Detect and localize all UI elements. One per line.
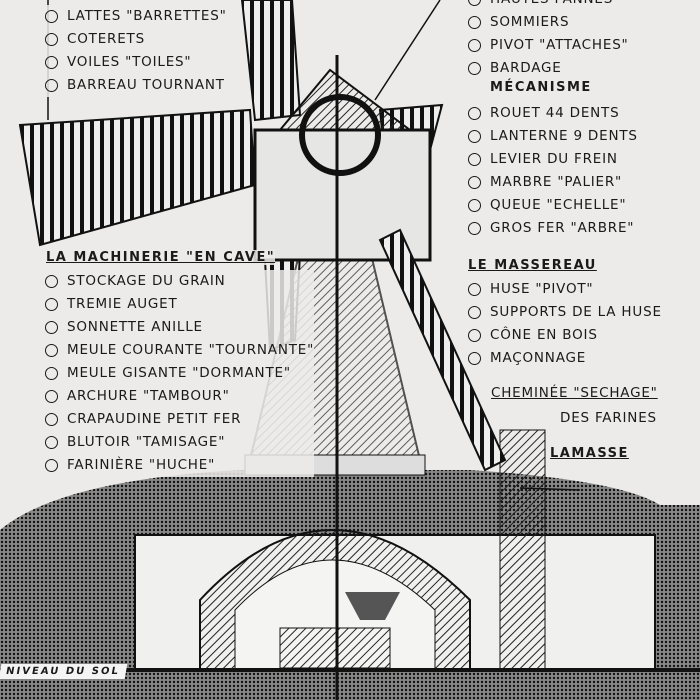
legend-item: MARBRE "PALIER" <box>468 171 638 194</box>
number-circle-icon <box>45 459 58 472</box>
cheminee-label: CHEMINÉE "SECHAGE" <box>491 385 658 401</box>
legend-item: CÔNE EN BOIS <box>468 324 662 347</box>
number-circle-icon <box>45 321 58 334</box>
number-circle-icon <box>45 367 58 380</box>
legend-text: SOMMIERS <box>490 14 570 30</box>
legend-text: ROUET 44 DENTS <box>490 105 620 121</box>
lamasse-label: LAMASSE <box>550 446 629 461</box>
mecanisme-legend: ROUET 44 DENTS LANTERNE 9 DENTS LEVIER D… <box>468 102 638 240</box>
legend-item: MAÇONNAGE <box>468 347 662 370</box>
massereau-heading: LE MASSEREAU <box>468 258 597 273</box>
number-circle-icon <box>468 222 481 235</box>
legend-text: QUEUE "ECHELLE" <box>490 197 627 213</box>
number-circle-icon <box>45 275 58 288</box>
massereau-legend: HUSE "PIVOT" SUPPORTS DE LA HUSE CÔNE EN… <box>468 278 662 370</box>
legend-item: VOILES "TOILES" <box>45 51 227 74</box>
legend-text: SUPPORTS DE LA HUSE <box>490 304 662 320</box>
number-circle-icon <box>45 390 58 403</box>
number-circle-icon <box>468 39 481 52</box>
legend-text: LEVIER DU FREIN <box>490 151 618 167</box>
legend-text: SONNETTE ANILLE <box>67 319 203 335</box>
legend-item: SUPPORTS DE LA HUSE <box>468 301 662 324</box>
legend-item: SONNETTE ANILLE <box>45 316 315 339</box>
legend-item: BLUTOIR "TAMISAGE" <box>45 431 315 454</box>
legend-text: BARDAGE <box>490 60 562 76</box>
number-circle-icon <box>45 56 58 69</box>
number-circle-icon <box>468 62 481 75</box>
legend-item: STOCKAGE DU GRAIN <box>45 270 315 293</box>
legend-text: VOILES "TOILES" <box>67 54 192 70</box>
legend-item: ROUET 44 DENTS <box>468 102 638 125</box>
legend-text: HUSE "PIVOT" <box>490 281 594 297</box>
sail-top <box>240 0 302 122</box>
legend-item: MEULE COURANTE "TOURNANTE" <box>45 339 315 362</box>
legend-text: MEULE COURANTE "TOURNANTE" <box>67 342 315 358</box>
legend-item: LANTERNE 9 DENTS <box>468 125 638 148</box>
number-circle-icon <box>45 79 58 92</box>
rouet-wheel <box>299 94 381 176</box>
legend-item: BARDAGE <box>468 57 629 80</box>
legend-item: TREMIE AUGET <box>45 293 315 316</box>
legend-item: MEULE GISANTE "DORMANTE" <box>45 362 315 385</box>
number-circle-icon <box>45 413 58 426</box>
legend-text: GROS FER "ARBRE" <box>490 220 635 236</box>
legend-item: LEVIER DU FREIN <box>468 148 638 171</box>
legend-text: ARCHURE "TAMBOUR" <box>67 388 230 404</box>
legend-text: BLUTOIR "TAMISAGE" <box>67 434 226 450</box>
number-circle-icon <box>45 344 58 357</box>
legend-item: ARCHURE "TAMBOUR" <box>45 385 315 408</box>
legend-text: BARREAU TOURNANT <box>67 77 225 93</box>
top-left-legend: LATTES "BARRETTES" COTERETS VOILES "TOIL… <box>45 5 227 97</box>
legend-text: FARINIÈRE "HUCHE" <box>67 457 216 473</box>
legend-text: MARBRE "PALIER" <box>490 174 623 190</box>
legend-item: QUEUE "ECHELLE" <box>468 194 638 217</box>
cabin <box>253 128 432 262</box>
sail-left <box>18 108 257 247</box>
legend-text: CRAPAUDINE PETIT FER <box>67 411 242 427</box>
number-circle-icon <box>468 176 481 189</box>
number-circle-icon <box>468 107 481 120</box>
number-circle-icon <box>45 10 58 23</box>
legend-item: BARREAU TOURNANT <box>45 74 227 97</box>
legend-item: FARINIÈRE "HUCHE" <box>45 454 315 477</box>
top-right-legend: HAUTES PANNES SOMMIERS PIVOT "ATTACHES" … <box>468 0 629 80</box>
number-circle-icon <box>468 0 481 6</box>
niveau-du-sol-label: NIVEAU DU SOL <box>0 664 127 679</box>
cheminee-label-2: DES FARINES <box>560 410 657 426</box>
legend-item: CRAPAUDINE PETIT FER <box>45 408 315 431</box>
legend-text: COTERETS <box>67 31 145 47</box>
number-circle-icon <box>468 130 481 143</box>
number-circle-icon <box>468 16 481 29</box>
legend-item: HAUTES PANNES <box>468 0 629 11</box>
legend-item: HUSE "PIVOT" <box>468 278 662 301</box>
legend-text: MEULE GISANTE "DORMANTE" <box>67 365 291 381</box>
legend-item: LATTES "BARRETTES" <box>45 5 227 28</box>
legend-text: MAÇONNAGE <box>490 350 587 366</box>
mecanisme-heading: MÉCANISME <box>490 80 592 95</box>
number-circle-icon <box>468 329 481 342</box>
legend-text: TREMIE AUGET <box>67 296 178 312</box>
legend-text: STOCKAGE DU GRAIN <box>67 273 226 289</box>
number-circle-icon <box>468 283 481 296</box>
legend-text: LANTERNE 9 DENTS <box>490 128 638 144</box>
legend-item: PIVOT "ATTACHES" <box>468 34 629 57</box>
legend-item: GROS FER "ARBRE" <box>468 217 638 240</box>
number-circle-icon <box>468 199 481 212</box>
number-circle-icon <box>468 306 481 319</box>
machinerie-heading: LA MACHINERIE "EN CAVE" <box>46 250 276 265</box>
number-circle-icon <box>45 33 58 46</box>
machinerie-legend: STOCKAGE DU GRAIN TREMIE AUGET SONNETTE … <box>45 270 315 477</box>
legend-text: LATTES "BARRETTES" <box>67 8 227 24</box>
legend-text: PIVOT "ATTACHES" <box>490 37 629 53</box>
legend-item: SOMMIERS <box>468 11 629 34</box>
legend-text: HAUTES PANNES <box>490 0 613 11</box>
ladder-tail <box>378 228 507 472</box>
number-circle-icon <box>468 153 481 166</box>
legend-item: COTERETS <box>45 28 227 51</box>
legend-text: CÔNE EN BOIS <box>490 327 598 343</box>
number-circle-icon <box>45 436 58 449</box>
number-circle-icon <box>45 298 58 311</box>
number-circle-icon <box>468 352 481 365</box>
